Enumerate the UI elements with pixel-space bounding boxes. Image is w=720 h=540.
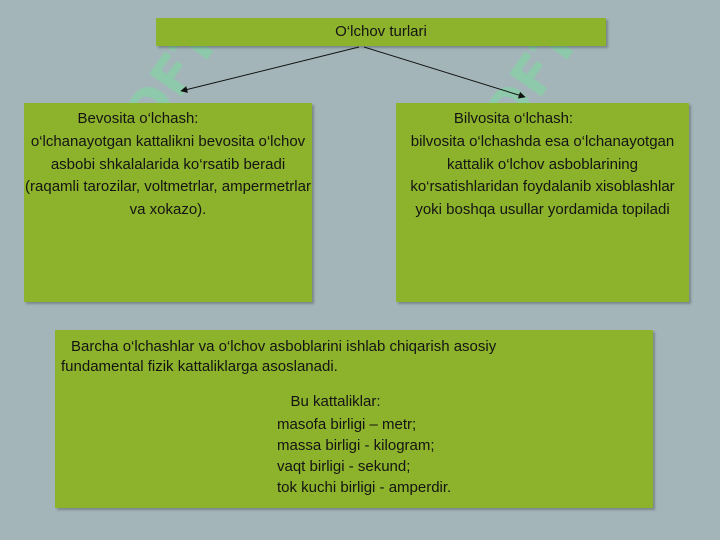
fundamental-quantities-box: Barcha o‘lchashlar va o‘lchov asboblarin…: [55, 330, 653, 508]
indirect-measurement-box: Bilvosita o‘lchash: bilvosita o‘lchashda…: [396, 103, 689, 302]
indirect-heading: Bilvosita o‘lchash:: [453, 110, 574, 127]
intro-line-2: fundamental fizik kattaliklarga asoslana…: [61, 358, 338, 375]
arrow-to-indirect: [363, 46, 526, 99]
indirect-description: bilvosita o‘lchashda esa o‘lchanayotgan …: [410, 133, 675, 218]
intro-line-1: Barcha o‘lchashlar va o‘lchov asboblarin…: [71, 338, 497, 355]
list-item: vaqt birligi - sekund;: [277, 458, 411, 475]
direct-heading: Bevosita o‘lchash:: [77, 110, 199, 127]
list-item: masofa birligi – metr;: [277, 416, 417, 433]
list-item: tok kuchi birligi - amperdir.: [277, 479, 452, 496]
title-box: O‘lchov turlari: [156, 18, 606, 46]
direct-description: o‘lchanayotgan kattalikni bevosita o‘lch…: [25, 133, 311, 218]
list-item: massa birligi - kilogram;: [277, 437, 435, 454]
direct-measurement-box: Bevosita o‘lchash: o‘lchanayotgan kattal…: [24, 103, 312, 302]
quantities-list: masofa birligi – metr; massa birligi - k…: [277, 414, 647, 498]
diagram-title: O‘lchov turlari: [335, 23, 427, 40]
quantities-title: Bu kattaliklar:: [290, 393, 381, 410]
arrow-to-direct: [180, 46, 360, 93]
fundamental-intro: Barcha o‘lchashlar va o‘lchov asboblarin…: [61, 337, 647, 377]
